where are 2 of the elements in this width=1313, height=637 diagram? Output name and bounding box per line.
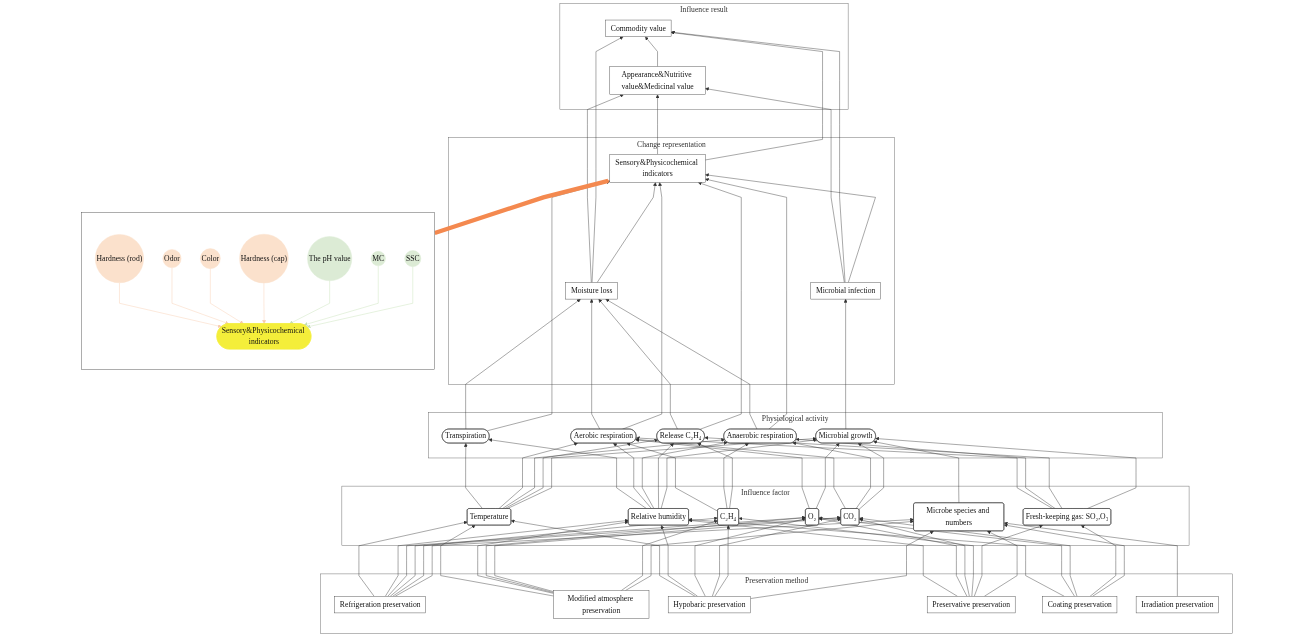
arrow	[433, 178, 610, 235]
cluster	[80, 212, 435, 370]
